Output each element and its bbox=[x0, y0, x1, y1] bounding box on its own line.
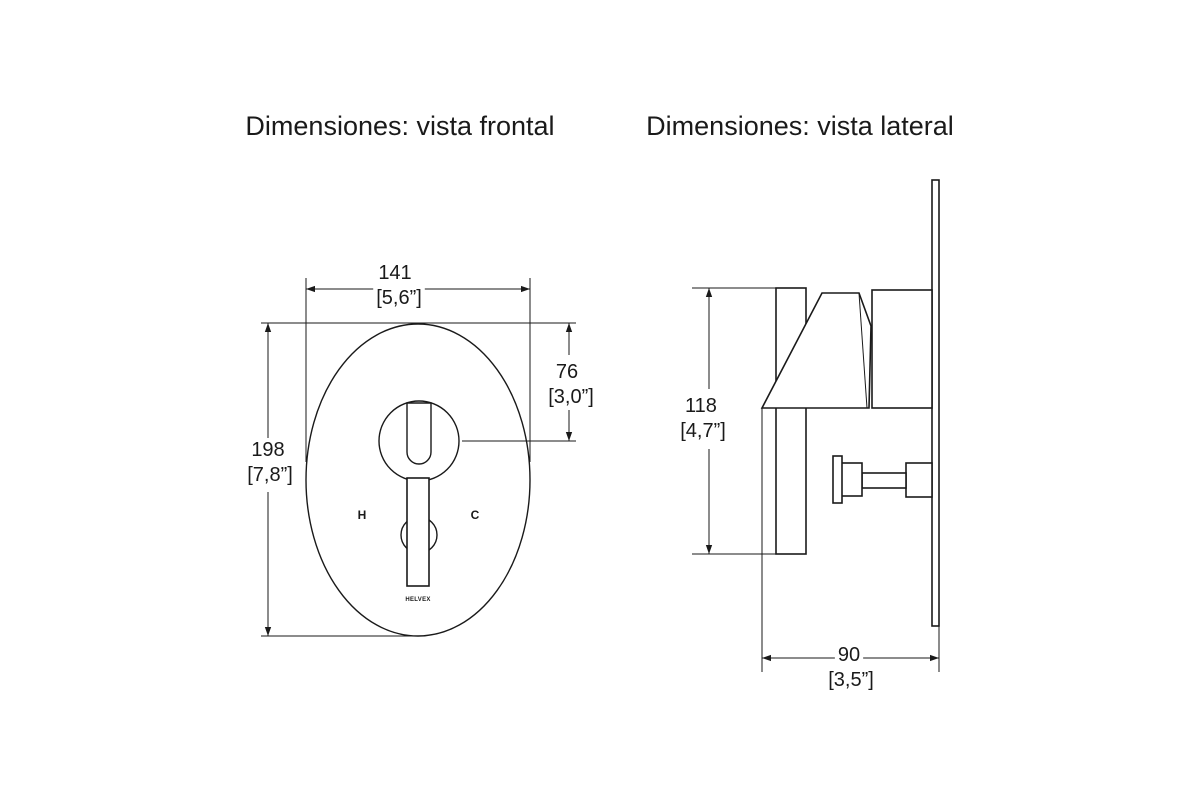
side-wall-plate bbox=[931, 179, 940, 627]
height-mm-label: 198 bbox=[251, 439, 284, 461]
hot-label: H bbox=[358, 508, 367, 522]
label-knockout bbox=[248, 439, 288, 461]
front-diverter-stem bbox=[406, 477, 430, 587]
side-height-mm-label: 118 bbox=[685, 395, 717, 417]
side-handle-edge bbox=[858, 292, 868, 409]
front-view-title: Dimensiones: vista frontal bbox=[245, 111, 554, 141]
height-in-label: [7,8”] bbox=[247, 464, 293, 486]
label-knockout bbox=[682, 395, 720, 417]
label-knockout bbox=[244, 464, 296, 486]
side-depth-in-label: [3,5”] bbox=[828, 669, 874, 691]
width-in-label: [5,6”] bbox=[376, 287, 422, 309]
side-diverter-knob bbox=[840, 462, 863, 497]
label-knockout bbox=[834, 644, 864, 666]
label-knockout bbox=[552, 361, 582, 383]
side-lever-bar bbox=[775, 287, 807, 555]
label-knockout bbox=[373, 287, 425, 309]
front-lever-ring bbox=[378, 400, 460, 482]
side-valve-body bbox=[871, 289, 933, 409]
width-mm-label: 141 bbox=[378, 262, 411, 284]
side-view: 118 [4,7”] 90 [3,5”] bbox=[677, 179, 940, 691]
side-height-in-label: [4,7”] bbox=[680, 420, 726, 442]
front-lever-handle bbox=[406, 402, 432, 465]
label-knockout bbox=[545, 386, 597, 408]
lever-mm-label: 76 bbox=[556, 361, 578, 383]
side-diverter-collar bbox=[905, 462, 933, 498]
label-knockout bbox=[677, 420, 729, 442]
brand-logo-text: HELVEX bbox=[405, 597, 430, 603]
front-view: H C HELVEX 141 [5,6”] 198 [7,8”] 76 [3,0… bbox=[244, 262, 597, 637]
side-diverter-stem bbox=[861, 472, 907, 489]
label-knockout bbox=[375, 262, 415, 284]
side-diverter-cap bbox=[832, 455, 843, 504]
side-view-title: Dimensiones: vista lateral bbox=[646, 111, 954, 141]
label-knockout bbox=[825, 669, 877, 691]
lever-in-label: [3,0”] bbox=[548, 386, 594, 408]
cold-label: C bbox=[471, 508, 480, 522]
side-depth-mm-label: 90 bbox=[838, 644, 860, 666]
side-handle-wedge bbox=[760, 292, 872, 409]
